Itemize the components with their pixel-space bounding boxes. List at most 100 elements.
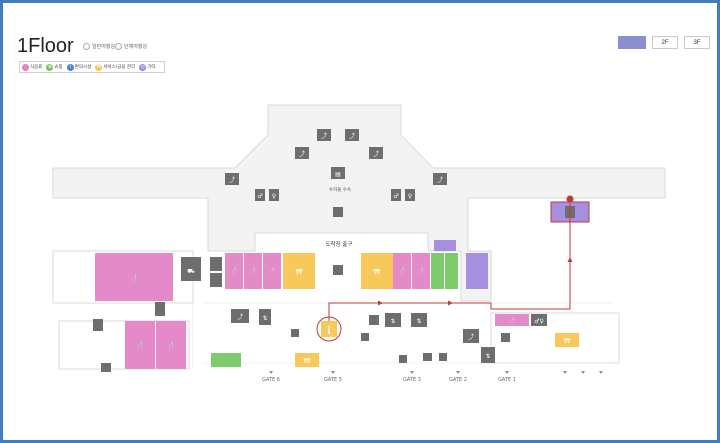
baggage-icon xyxy=(331,167,345,179)
view-option-group[interactable]: 단체여행성 xyxy=(115,43,147,50)
gate-label: GATE 5 xyxy=(324,377,342,383)
floor-tab-2f[interactable]: 2F xyxy=(652,36,678,49)
radio-icon xyxy=(115,43,122,50)
restaurant-zone xyxy=(156,321,186,369)
restroom-icon xyxy=(255,189,265,201)
legend-label: 편의시설 xyxy=(74,65,92,70)
restaurant-zone xyxy=(495,314,529,326)
svg-text:♀: ♀ xyxy=(408,193,412,200)
other-zones[interactable] xyxy=(434,240,488,289)
floor-tab-1f[interactable] xyxy=(618,36,646,49)
svg-text:🍴: 🍴 xyxy=(136,340,145,349)
restaurant-zone xyxy=(225,253,243,289)
svg-text:♂♀: ♂♀ xyxy=(534,318,544,325)
svg-text:⇅: ⇅ xyxy=(390,318,395,325)
elevator-icon xyxy=(411,313,427,327)
restaurant-zone xyxy=(393,253,411,289)
phone-icon xyxy=(291,329,299,337)
view-option-general[interactable]: 일반여행성 xyxy=(83,43,115,50)
escalator-icon xyxy=(317,129,331,141)
svg-text:🍴: 🍴 xyxy=(417,266,426,275)
svg-text:🍴: 🍴 xyxy=(167,340,176,349)
escalator-icon xyxy=(231,309,249,323)
svg-text:⇅: ⇅ xyxy=(262,315,267,322)
floor-tab-3f[interactable]: 3F xyxy=(684,36,710,49)
atm-icon xyxy=(361,333,369,341)
svg-text:♂: ♂ xyxy=(393,193,398,200)
gate-label: GATE 6 xyxy=(262,377,280,383)
svg-text:🍴: 🍴 xyxy=(230,266,239,275)
view-option-label: 단체여행성 xyxy=(124,44,148,50)
stairs-icon xyxy=(155,302,165,316)
information-desk[interactable]: i xyxy=(316,316,342,342)
elevator-icon xyxy=(259,309,271,325)
locker-icon xyxy=(369,315,379,325)
svg-text:₩: ₩ xyxy=(304,357,311,365)
legend-label: 쇼핑 xyxy=(54,65,63,70)
svg-text:⤴: ⤴ xyxy=(437,176,443,184)
restroom-icon xyxy=(210,257,222,271)
restaurant-zone xyxy=(95,253,173,301)
gate-markers xyxy=(269,371,603,374)
svg-text:🍴: 🍴 xyxy=(249,266,258,275)
service-zones[interactable] xyxy=(283,253,579,367)
legend-item-facility[interactable]: i 편의시설 xyxy=(66,63,92,71)
svg-text:⤴: ⤴ xyxy=(349,132,355,140)
shield-icon xyxy=(333,265,343,275)
info-icon: i xyxy=(66,63,74,71)
svg-text:♂: ♂ xyxy=(257,193,262,200)
facility-icons[interactable] xyxy=(93,129,547,372)
restaurant-zone xyxy=(125,321,155,369)
baggage-claim-label: 수하물 수속 xyxy=(329,186,351,193)
route-arrows xyxy=(378,257,573,306)
sign-icon xyxy=(101,363,111,372)
phone-icon xyxy=(399,355,407,363)
legend-item-shopping[interactable]: ⊕ 쇼핑 xyxy=(46,63,63,71)
info-icon: i xyxy=(327,323,331,337)
svg-text:₩: ₩ xyxy=(296,268,303,276)
svg-text:⇅: ⇅ xyxy=(416,318,421,325)
facility-glyphs: ⤴ ⤴ ⤴ ⤴ ⤴ ⤴ ♂ ♀ ♂ ♀ ▤ ⛟ ⤴ ⇅ ⇅ ⇅ ⤴ ⇅ ♂♀ xyxy=(187,132,544,360)
fork-icons: 🍴 🍴 🍴 🍴 🍴 🍴 🍴 🍴 🍴 xyxy=(130,266,517,349)
escalator-icon xyxy=(295,147,309,159)
legend-item-service[interactable]: ₩ 서비스/금융 관리 xyxy=(95,63,135,71)
gate-label: GATE 2 xyxy=(449,377,467,383)
gate-label: GATE 1 xyxy=(498,377,516,383)
escalator-icon xyxy=(225,173,239,185)
radio-icon xyxy=(83,43,90,50)
route-path xyxy=(328,203,571,326)
legend-item-food[interactable]: 🍴 식음료 xyxy=(22,63,43,71)
legend-item-other[interactable]: ◎ 기타 xyxy=(139,63,155,71)
svg-text:▤: ▤ xyxy=(335,171,341,178)
escalator-icon xyxy=(369,147,383,159)
svg-text:🍴: 🍴 xyxy=(398,266,407,275)
restaurant-zone xyxy=(412,253,430,289)
gate-label: GATE 3 xyxy=(403,377,421,383)
svg-text:⤴: ⤴ xyxy=(299,150,305,158)
shopping-zones[interactable] xyxy=(211,253,458,367)
svg-text:🍴: 🍴 xyxy=(508,316,517,325)
gate-labels: GATE 6 GATE 5 GATE 3 GATE 2 GATE 1 xyxy=(262,377,516,383)
svg-text:⇅: ⇅ xyxy=(485,353,490,360)
shopping-icon: ⊕ xyxy=(46,63,54,71)
elevator-icon xyxy=(210,273,222,287)
svg-text:🍴: 🍴 xyxy=(130,273,139,282)
car-icon xyxy=(181,257,201,281)
building-outline xyxy=(52,104,666,302)
svg-text:🍴: 🍴 xyxy=(268,266,277,275)
svg-text:⤴: ⤴ xyxy=(237,313,243,321)
svg-text:⤴: ⤴ xyxy=(321,132,327,140)
category-legend: 🍴 식음료 ⊕ 쇼핑 i 편의시설 ₩ 서비스/금융 관리 ◎ 기타 xyxy=(19,61,165,73)
food-zones[interactable] xyxy=(95,253,529,369)
floor-tabs: 2F 3F xyxy=(618,36,710,49)
svg-text:♀: ♀ xyxy=(272,193,276,200)
view-option-label: 일반여행성 xyxy=(92,44,116,50)
svg-text:⤴: ⤴ xyxy=(229,176,235,184)
legend-label: 식음료 xyxy=(30,65,43,70)
phone-icon xyxy=(439,353,447,361)
svg-text:⤴: ⤴ xyxy=(373,150,379,158)
restroom-icon xyxy=(269,189,279,201)
escalator-icon xyxy=(433,173,447,185)
floor-map: 🍴 🍴 🍴 🍴 🍴 🍴 🍴 🍴 🍴 ₩ ₩ ₩ ₩ xyxy=(52,104,666,383)
